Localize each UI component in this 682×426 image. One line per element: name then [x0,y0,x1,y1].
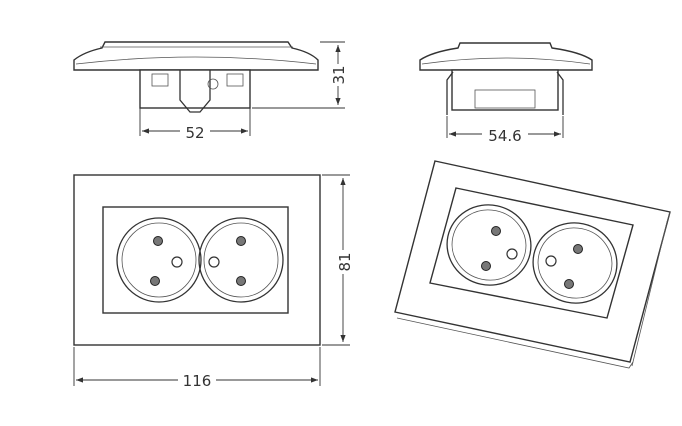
pin-hole [236,236,246,246]
pin-hole [491,226,501,236]
earth-pin [545,255,557,267]
front-view: 81 116 [73,174,354,390]
side-view: 52 31 [73,41,348,142]
earth-pin [208,256,220,268]
dimension-31: 31 [330,65,348,84]
dimension-54-6: 54.6 [488,127,521,145]
earth-pin [171,256,183,268]
pin-hole [481,261,491,271]
pin-hole [153,236,163,246]
pin-hole [150,276,160,286]
dimension-52: 52 [185,124,204,142]
perspective-view [394,160,671,369]
pin-hole [573,244,583,254]
earth-pin [506,248,518,260]
pin-hole [236,276,246,286]
dimension-116: 116 [183,372,212,390]
dimension-81: 81 [336,252,354,271]
top-view: 54.6 [419,42,593,145]
pin-hole [564,279,574,289]
